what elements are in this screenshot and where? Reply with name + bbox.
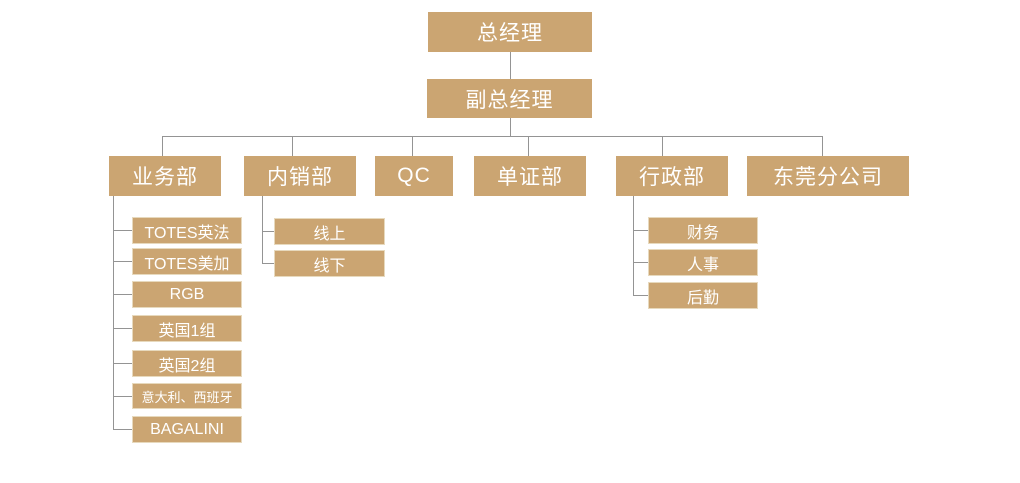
node-deputy-general-manager: 副总经理 xyxy=(427,79,592,118)
connector-branch xyxy=(113,294,132,295)
connector-stub-domestic xyxy=(292,136,293,156)
connector-stub-qc xyxy=(412,136,413,156)
node-dongguan-branch: 东莞分公司 xyxy=(747,156,909,196)
node-domestic-sales-dept: 内销部 xyxy=(244,156,356,196)
connector-branch xyxy=(113,230,132,231)
connector-branch xyxy=(113,328,132,329)
node-totes-us-ca: TOTES美加 xyxy=(132,248,242,275)
connector-main-rail xyxy=(162,136,822,137)
connector-branch xyxy=(633,262,648,263)
connector-branch xyxy=(113,363,132,364)
connector-branch xyxy=(633,230,648,231)
node-admin-dept: 行政部 xyxy=(616,156,728,196)
node-business-dept: 业务部 xyxy=(109,156,221,196)
connector-branch xyxy=(113,261,132,262)
node-totes-uk-fr: TOTES英法 xyxy=(132,217,242,244)
connector-branch xyxy=(113,396,132,397)
connector-domestic-trunk xyxy=(262,196,263,263)
node-qc-dept: QC xyxy=(375,156,453,196)
connector-branch xyxy=(113,429,132,430)
node-offline: 线下 xyxy=(274,250,385,277)
node-rgb: RGB xyxy=(132,281,242,308)
connector-admin-trunk xyxy=(633,196,634,295)
node-logistics: 后勤 xyxy=(648,282,758,309)
node-uk-group-1: 英国1组 xyxy=(132,315,242,342)
connector-stub-dongguan xyxy=(822,136,823,156)
connector-branch xyxy=(262,263,274,264)
node-general-manager: 总经理 xyxy=(428,12,592,52)
connector-branch xyxy=(633,295,648,296)
connector-stub-business xyxy=(162,136,163,156)
node-finance: 财务 xyxy=(648,217,758,244)
connector-deputy-drop xyxy=(510,118,511,136)
connector-business-trunk xyxy=(113,196,114,429)
node-bagalini: BAGALINI xyxy=(132,416,242,443)
node-documentation-dept: 单证部 xyxy=(474,156,586,196)
connector-stub-admin xyxy=(662,136,663,156)
node-uk-group-2: 英国2组 xyxy=(132,350,242,377)
node-hr: 人事 xyxy=(648,249,758,276)
connector-branch xyxy=(262,231,274,232)
connector-stub-docs xyxy=(528,136,529,156)
connector-root-deputy xyxy=(510,52,511,79)
node-italy-spain: 意大利、西班牙 xyxy=(132,383,242,409)
node-online: 线上 xyxy=(274,218,385,245)
